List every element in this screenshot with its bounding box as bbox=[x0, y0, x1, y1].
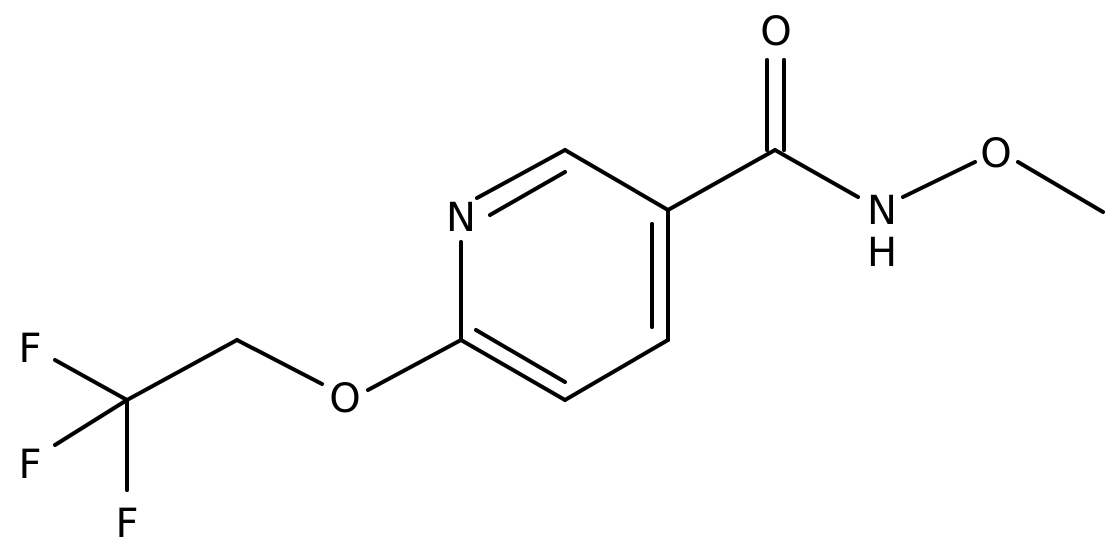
bond-n-c2-inner bbox=[488, 170, 567, 217]
atom-label-ether-oxygen: O bbox=[329, 376, 360, 422]
pyridine-ring bbox=[459, 148, 670, 402]
atom-label-methoxy-oxygen: O bbox=[980, 131, 1011, 177]
methoxyamide-group bbox=[666, 58, 1105, 214]
atom-label-fluorine-3: F bbox=[115, 501, 138, 547]
bond-c4-c5 bbox=[563, 338, 670, 402]
bond-c5-c6-inner bbox=[474, 328, 567, 384]
bond-c-f2 bbox=[53, 398, 129, 447]
bond-n-o bbox=[901, 160, 977, 199]
atom-label-fluorine-2: F bbox=[18, 442, 41, 488]
bond-n-c2 bbox=[475, 148, 567, 200]
atom-label-amide-hydrogen: H bbox=[867, 230, 897, 276]
bond-o-ch2 bbox=[235, 338, 324, 386]
bond-ch2-cf3 bbox=[125, 338, 239, 402]
atom-label-fluorine-1: F bbox=[18, 326, 41, 372]
atom-label-amide-nitrogen: N bbox=[867, 188, 897, 234]
bond-camide-n bbox=[773, 148, 860, 199]
atom-label-carbonyl-oxygen: O bbox=[760, 9, 791, 55]
bond-o-ch3 bbox=[1016, 160, 1105, 214]
bond-c-f1 bbox=[53, 358, 129, 402]
bond-c3-camide bbox=[666, 148, 777, 212]
atom-label-ring-nitrogen: N bbox=[446, 195, 476, 241]
bond-c2-c3 bbox=[563, 148, 670, 212]
trifluoroethoxy-group bbox=[53, 338, 463, 492]
bond-c6-o bbox=[366, 338, 463, 392]
bond-c5-c6 bbox=[459, 338, 567, 402]
